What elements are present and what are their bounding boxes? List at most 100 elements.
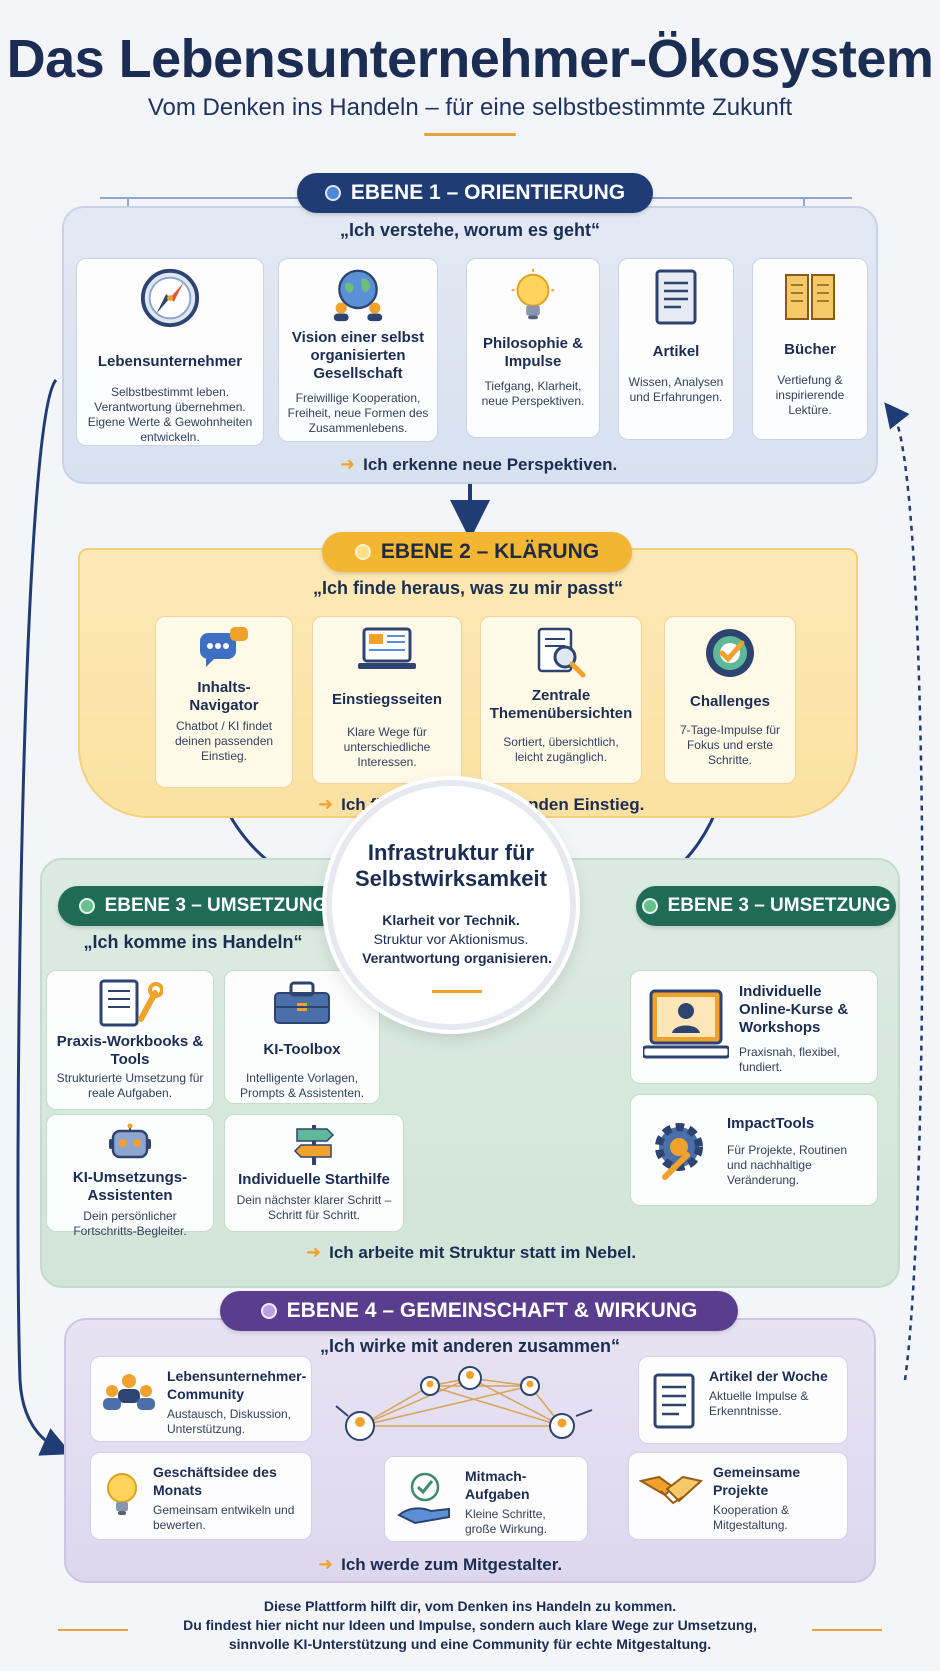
card-desc: Vertiefung & inspirierende Lektüre. — [775, 373, 845, 417]
level3-dot-icon — [78, 898, 95, 914]
card-desc: Praxisnah, flexibel, fundiert. — [739, 1045, 840, 1074]
card-praxis-workbooks[interactable]: Praxis-Workbooks & Tools Strukturierte U… — [46, 970, 214, 1110]
arrow-right-icon: ➜ — [306, 1242, 322, 1262]
card-title: Individuelle Starthilfe — [238, 1171, 390, 1188]
chatbot-icon — [200, 627, 248, 667]
card-impacttools[interactable]: ImpactTools Für Projekte, Routinen und n… — [630, 1094, 878, 1206]
hub-divider — [432, 990, 482, 993]
level4-dot-icon — [260, 1303, 277, 1319]
workbook-wrench-icon — [99, 979, 163, 1027]
level4-quote: „Ich wirke mit anderen zusammen“ — [319, 1336, 621, 1356]
level3-label-right: EBENE 3 – UMSETZUNG — [636, 886, 896, 926]
arrow-right-icon: ➜ — [318, 794, 334, 814]
card-ki-umsetzungs-assistenten[interactable]: KI-Umsetzungs-Assistenten Dein persönlic… — [46, 1114, 214, 1238]
level4-label: EBENE 4 – GEMEINSCHAFT & WIRKUNG — [220, 1291, 738, 1331]
card-desc: Klare Wege für unterschiedliche Interess… — [343, 725, 431, 769]
level3-quote: „Ich komme ins Handeln“ — [83, 932, 303, 952]
level3-dot-icon — [641, 898, 658, 914]
level3-label-right-text: EBENE 3 – UMSETZUNG — [667, 895, 891, 916]
card-desc: Strukturierte Umsetzung für reale Aufgab… — [56, 1071, 204, 1100]
card-desc: Intelligente Vorlagen, Prompts & Assiste… — [239, 1071, 365, 1100]
hand-check-icon — [397, 1472, 450, 1525]
card-einstiegsseiten[interactable]: Einstiegsseiten Klare Wege für unterschi… — [312, 616, 462, 784]
card-desc: Kooperation & Mitgestaltung. — [713, 1503, 790, 1532]
level2-quote: „Ich finde heraus, was zu mir passt“ — [312, 578, 624, 598]
card-desc: Selbstbestimmt leben. Verantwortung über… — [87, 385, 253, 444]
card-desc: Wissen, Analysen und Erfahrungen. — [628, 375, 724, 404]
hub-title: Infrastruktur für Selbstwirksamkeit — [355, 840, 547, 891]
card-challenges[interactable]: Challenges 7-Tage-Impulse für Fokus und … — [664, 616, 796, 784]
card-title: Vision einer selbst organisierten Gesell… — [291, 329, 425, 382]
network-illustration — [335, 1366, 593, 1441]
card-title: Mitmach-Aufgaben — [465, 1468, 530, 1502]
signpost-icon — [293, 1125, 335, 1165]
card-desc: Chatbot / KI findet deinen passenden Ein… — [174, 719, 274, 763]
card-lebensunternehmer[interactable]: Lebensunternehmer Selbstbestimmt leben. … — [76, 258, 264, 446]
card-desc: Dein persönlicher Fortschritts-Begleiter… — [73, 1209, 187, 1238]
card-buecher[interactable]: Bücher Vertiefung & inspirierende Lektür… — [752, 258, 868, 440]
card-desc: Austausch, Diskussion, Unterstützung. — [167, 1407, 292, 1436]
card-title: Individuelle Online-Kurse & Workshops — [739, 983, 849, 1036]
card-desc: Gemeinsam entwikeln und bewerten. — [153, 1503, 295, 1532]
title-divider — [424, 133, 516, 136]
footer-line3: sinnvolle KI-Unterstützung und eine Comm… — [228, 1636, 712, 1652]
card-title: KI-Toolbox — [263, 1041, 341, 1058]
card-community[interactable]: Lebensunternehmer-Community Austausch, D… — [90, 1356, 312, 1442]
card-artikel-der-woche[interactable]: Artikel der Woche Aktuelle Impulse & Erk… — [638, 1356, 848, 1444]
robot-icon — [109, 1123, 151, 1159]
online-course-icon — [643, 989, 729, 1059]
card-themenuebersichten[interactable]: Zentrale Themenübersichten Sortiert, übe… — [480, 616, 642, 784]
card-online-kurse[interactable]: Individuelle Online-Kurse & Workshops Pr… — [630, 970, 878, 1084]
arrow-right-icon: ➜ — [318, 1554, 334, 1574]
card-title: Artikel — [652, 343, 700, 360]
level3-result: ➜ Ich arbeite mit Struktur statt im Nebe… — [306, 1242, 636, 1263]
level2-label: EBENE 2 – KLÄRUNG — [322, 532, 632, 572]
level2-label-text: EBENE 2 – KLÄRUNG — [380, 540, 600, 563]
gear-pencil-icon — [655, 1123, 703, 1180]
card-individuelle-starthilfe[interactable]: Individuelle Starthilfe Dein nächster kl… — [224, 1114, 404, 1232]
level4-result-text: Ich werde zum Mitgestalter. — [341, 1554, 563, 1574]
card-title: Bücher — [784, 341, 836, 358]
article-icon — [653, 1373, 695, 1429]
card-title: ImpactTools — [727, 1115, 815, 1132]
level1-result-text: Ich erkenne neue Perspektiven. — [363, 454, 618, 474]
card-title: Einstiegsseiten — [331, 691, 443, 708]
document-icon — [655, 269, 697, 325]
card-geschaeftsidee[interactable]: Geschäftsidee des Monats Gemeinsam entwi… — [90, 1452, 312, 1540]
card-title: Lebensunternehmer — [97, 353, 243, 370]
level4-label-text: EBENE 4 – GEMEINSCHAFT & WIRKUNG — [286, 1299, 698, 1322]
page-subtitle: Vom Denken ins Handeln – für eine selbst… — [147, 94, 793, 121]
card-gemeinsame-projekte[interactable]: Gemeinsame Projekte Kooperation & Mitges… — [628, 1452, 848, 1540]
card-desc: Dein nächster klarer Schritt – Schritt f… — [236, 1193, 392, 1222]
card-inhalts-navigator[interactable]: Inhalts-Navigator Chatbot / KI findet de… — [155, 616, 293, 788]
card-title: Gemeinsame Projekte — [713, 1464, 801, 1498]
card-philosophie[interactable]: Philosophie & Impulse Tiefgang, Klarheit… — [466, 258, 600, 438]
footer-line2: Du findest hier nicht nur Ideen und Impu… — [183, 1617, 757, 1633]
level1-label-text: EBENE 1 – ORIENTIERUNG — [350, 181, 626, 204]
level2-dot-icon — [354, 544, 371, 560]
idea-bulb-icon — [107, 1473, 137, 1515]
community-icon — [103, 1374, 155, 1410]
card-artikel[interactable]: Artikel Wissen, Analysen und Erfahrungen… — [618, 258, 734, 440]
page-title: Das Lebensunternehmer-Ökosystem — [6, 29, 934, 89]
card-mitmach-aufgaben[interactable]: Mitmach-Aufgaben Kleine Schritte, große … — [384, 1456, 588, 1542]
hub-line1: Klarheit vor Technik. — [382, 912, 520, 928]
footer-divider-left — [58, 1629, 128, 1631]
card-vision[interactable]: Vision einer selbst organisierten Gesell… — [278, 258, 438, 442]
level1-label: EBENE 1 – ORIENTIERUNG — [297, 173, 653, 213]
card-ki-toolbox[interactable]: KI-Toolbox Intelligente Vorlagen, Prompt… — [224, 970, 380, 1104]
card-desc: Sortiert, übersichtlich, leicht zugängli… — [503, 735, 619, 764]
level1-result: ➜ Ich erkenne neue Perspektiven. — [340, 454, 617, 475]
card-desc: Tiefgang, Klarheit, neue Perspektiven. — [481, 379, 585, 408]
toolbox-icon — [274, 981, 330, 1024]
hub-line3: Verantwortung organisieren. — [362, 950, 552, 966]
footer-text: Diese Plattform hilft dir, vom Denken in… — [0, 1597, 940, 1654]
card-desc: Für Projekte, Routinen und nachhaltige V… — [727, 1143, 848, 1187]
card-title: Geschäftsidee des Monats — [153, 1464, 277, 1498]
card-desc: Aktuelle Impulse & Erkenntnisse. — [709, 1389, 809, 1418]
magnifier-document-icon — [537, 627, 586, 678]
level1-dot-icon — [324, 185, 341, 201]
handshake-icon — [639, 1475, 703, 1505]
card-title: Artikel der Woche — [709, 1368, 828, 1384]
hub-line2: Struktur vor Aktionismus. — [373, 931, 529, 947]
